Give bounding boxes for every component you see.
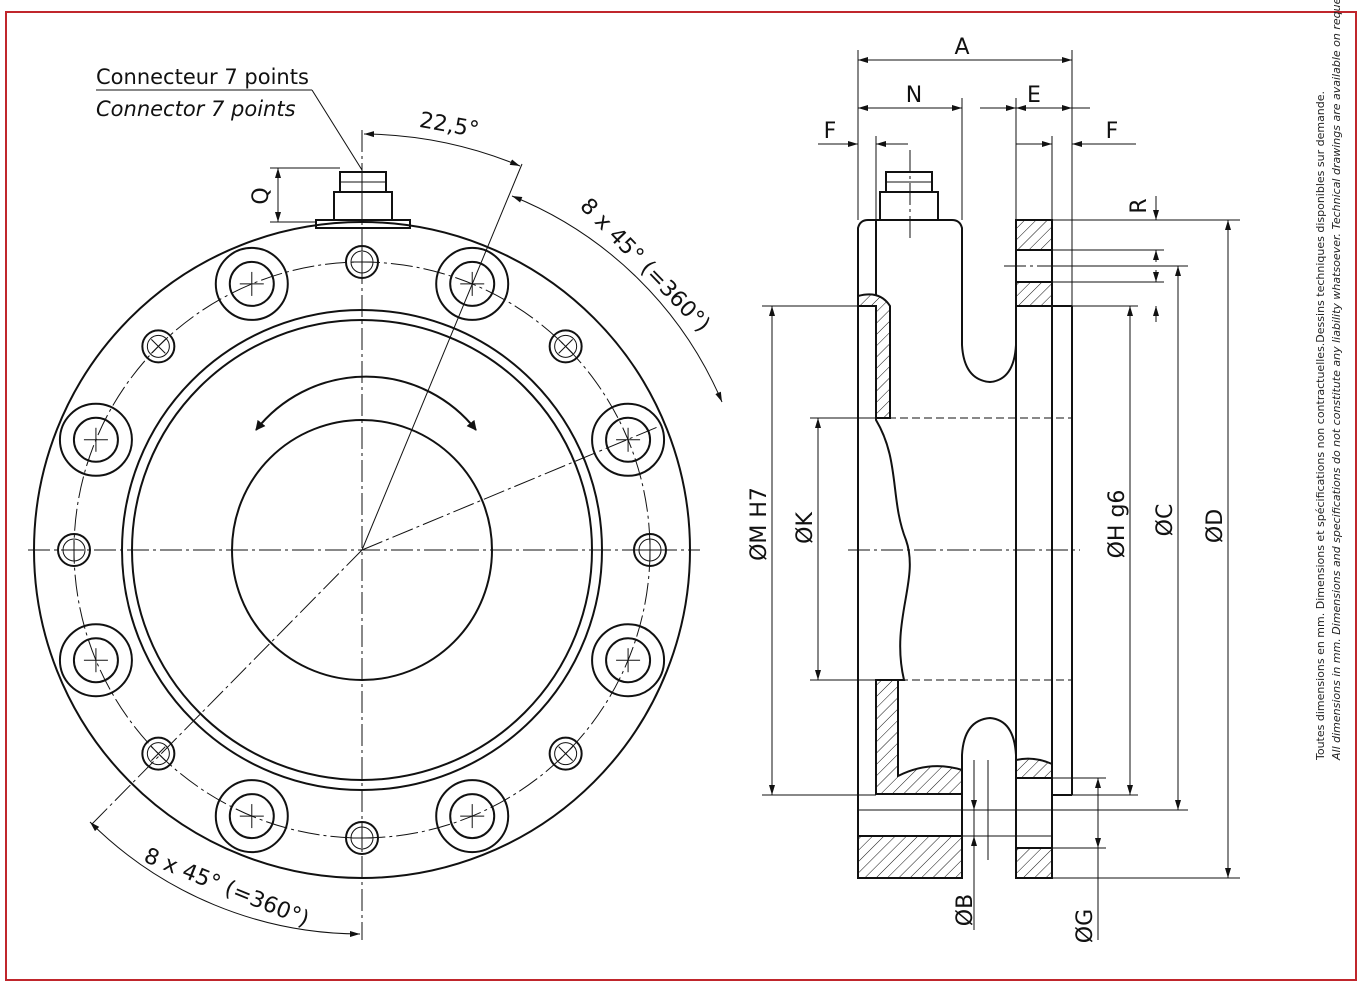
large-bolt-hole [435,246,510,321]
note-fr: Toutes dimensions en mm. Dimensions et s… [1314,91,1327,761]
large-bolt-hole [591,402,666,477]
connector-label-en: Connector 7 points [96,97,296,121]
connector-7-points [315,171,411,229]
dim-n: N [906,83,922,108]
drawing-frame [5,11,1357,981]
dim-k: ØK [793,512,818,544]
connector-label-fr: Connecteur 7 points [96,65,309,89]
large-bolt-hole [591,623,666,698]
dim-b: ØB [953,894,978,926]
side-view: A N E F F R ØM H7 ØK [747,35,1240,943]
pattern-top-label: 8 x 45° (=360°) [575,194,715,338]
small-bolt-hole [548,329,583,364]
dim-e: E [1027,83,1041,108]
small-bolt-hole [141,736,176,771]
small-bolt-hole [345,245,379,279]
dim-a: A [954,35,969,60]
angle-label: 22,5° [417,108,480,143]
dim-h: ØH g6 [1105,490,1130,559]
dim-m: ØM H7 [747,487,772,561]
small-bolt-hole [141,329,176,364]
small-bolt-hole [548,736,583,771]
dim-q: Q [249,187,274,204]
large-bolt-hole [435,779,510,854]
note-en: All dimensions in mm. Dimensions and spe… [1330,0,1343,761]
dim-g: ØG [1073,909,1098,943]
bolt-holes [57,245,667,855]
small-bolt-hole [633,533,667,567]
dim-r: R [1127,198,1152,213]
large-bolt-hole [58,402,133,477]
pattern-bottom-label: 8 x 45° (=360°) [140,843,312,932]
rotation-arrow [255,375,477,431]
front-view: Q Connecteur 7 points Connector 7 points… [28,65,723,940]
small-bolt-hole [57,533,91,567]
large-bolt-hole [214,779,289,854]
dim-f-right: F [1106,119,1119,144]
large-bolt-hole [214,246,289,321]
outer-flange [33,221,691,879]
small-bolt-hole [345,821,379,855]
dim-f-left: F [824,119,837,144]
dim-d: ØD [1203,509,1228,543]
large-bolt-hole [58,623,133,698]
dim-c: ØC [1153,504,1178,537]
